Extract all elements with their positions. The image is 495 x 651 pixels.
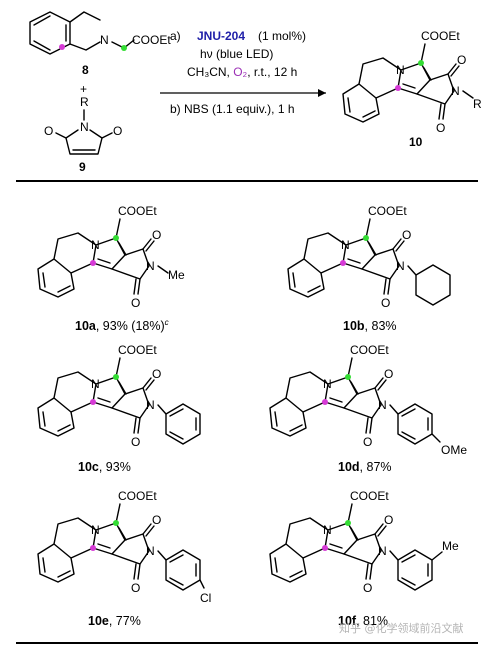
svg-text:N: N <box>378 544 387 558</box>
svg-text:O: O <box>384 513 393 527</box>
svg-text:N: N <box>323 377 332 391</box>
solvent-condition: CH₃CN, O₂, r.t., 12 h <box>187 65 297 79</box>
svg-text:COOEt: COOEt <box>350 343 389 357</box>
svg-text:O: O <box>402 228 411 242</box>
arrow-head <box>318 89 326 97</box>
svg-text:O: O <box>436 121 445 135</box>
svg-text:COOEt: COOEt <box>421 29 460 43</box>
caption-10a: 10a, 93% (18%)c <box>75 318 169 333</box>
product-10: N COOEt O N R O 10 <box>342 29 482 149</box>
catalyst-name: JNU-204 <box>197 29 245 43</box>
caption-10c: 10c, 93% <box>78 460 131 474</box>
svg-text:N: N <box>146 259 155 273</box>
light-condition: hν (blue LED) <box>200 47 273 61</box>
svg-text:N: N <box>451 84 460 98</box>
product-10f: N COOEt O N O Me <box>269 489 459 595</box>
caption-10d: 10d, 87% <box>338 460 392 474</box>
svg-text:N: N <box>91 377 100 391</box>
svg-text:O: O <box>131 581 140 595</box>
ester-label: COOEt <box>132 33 171 47</box>
svg-text:O: O <box>384 367 393 381</box>
product-10a: N COOEt O N O Me <box>37 204 185 310</box>
product-10b: N COOEt O N O <box>287 204 451 310</box>
svg-text:O: O <box>363 581 372 595</box>
substituent: Me <box>168 268 185 282</box>
phenyl-ring <box>397 549 433 591</box>
svg-text:COOEt: COOEt <box>118 489 157 503</box>
svg-text:N: N <box>323 523 332 537</box>
reactant-9: R N O O 9 <box>44 95 122 174</box>
compound-number-8: 8 <box>82 63 89 77</box>
atom-N: N <box>100 33 109 47</box>
svg-text:O: O <box>152 367 161 381</box>
caption-10e: 10e, 77% <box>88 614 141 628</box>
atom-O: O <box>44 124 53 138</box>
svg-text:N: N <box>341 238 350 252</box>
svg-text:N: N <box>378 398 387 412</box>
svg-text:R: R <box>473 97 482 111</box>
compound-number-9: 9 <box>79 160 86 174</box>
svg-text:N: N <box>91 523 100 537</box>
phenyl-ring <box>397 403 433 445</box>
product-10e: N COOEt O N O Cl <box>37 489 211 605</box>
substituent: OMe <box>441 443 467 457</box>
substituent: Me <box>442 539 459 553</box>
phenyl-ring <box>165 549 201 591</box>
svg-text:O: O <box>457 53 466 67</box>
svg-text:N: N <box>146 544 155 558</box>
phenyl-ring <box>165 403 201 445</box>
svg-text:COOEt: COOEt <box>118 343 157 357</box>
plus-sign: + <box>80 82 87 96</box>
product-10d: N COOEt O N O OMe <box>269 343 467 457</box>
svg-text:N: N <box>91 238 100 252</box>
svg-text:O: O <box>363 435 372 449</box>
condition-a-label: a) <box>170 29 181 43</box>
svg-text:N: N <box>396 63 405 77</box>
atom-O: O <box>113 124 122 138</box>
svg-text:COOEt: COOEt <box>368 204 407 218</box>
r-group: R <box>80 95 89 109</box>
compound-number-10: 10 <box>409 135 423 149</box>
atom-N: N <box>80 120 89 134</box>
svg-text:N: N <box>396 259 405 273</box>
watermark: 知乎 @化学领域前沿文献 <box>339 621 464 635</box>
cyclohexyl-ring <box>415 264 451 306</box>
condition-b: b) NBS (1.1 equiv.), 1 h <box>170 102 295 116</box>
svg-text:COOEt: COOEt <box>350 489 389 503</box>
svg-text:N: N <box>146 398 155 412</box>
reaction-conditions: a) JNU-204 (1 mol%) hν (blue LED) CH₃CN,… <box>160 29 326 116</box>
caption-10b: 10b, 83% <box>343 319 397 333</box>
substituent: Cl <box>200 591 211 605</box>
oxidant: O₂ <box>233 65 247 79</box>
svg-text:O: O <box>152 513 161 527</box>
svg-text:O: O <box>381 296 390 310</box>
product-10c: N COOEt O N O <box>37 343 201 449</box>
caption-10f: 10f, 81% <box>338 614 388 628</box>
reactant-8: N COOEt 8 + <box>29 11 171 96</box>
svg-text:O: O <box>152 228 161 242</box>
svg-text:O: O <box>131 296 140 310</box>
svg-text:COOEt: COOEt <box>118 204 157 218</box>
catalyst-loading: (1 mol%) <box>258 29 306 43</box>
svg-text:O: O <box>131 435 140 449</box>
